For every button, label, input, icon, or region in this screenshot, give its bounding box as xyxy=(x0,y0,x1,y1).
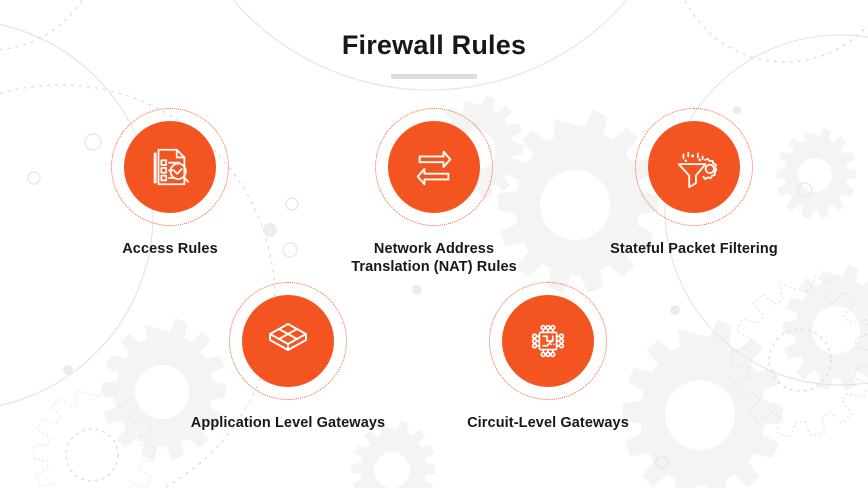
icon-disc xyxy=(502,295,594,387)
title-underline-rule xyxy=(391,74,477,79)
item-application-level-gateways[interactable]: Application Level Gateways xyxy=(188,282,388,432)
item-label: Application Level Gateways xyxy=(190,415,386,431)
page-title: Firewall Rules xyxy=(341,30,527,60)
icon-disc xyxy=(648,121,740,213)
microchip-circuit-icon xyxy=(531,324,565,358)
item-access-rules[interactable]: Access Rules xyxy=(70,108,270,258)
isometric-layers-box-icon xyxy=(269,323,307,351)
item-label: Network Address Translation (NAT) Rules xyxy=(351,241,517,275)
bidirectional-arrows-icon xyxy=(416,150,452,186)
item-nat-rules[interactable]: Network Address Translation (NAT) Rules xyxy=(334,108,534,276)
item-stateful-packet-filtering[interactable]: Stateful Packet Filtering xyxy=(594,108,794,258)
item-label: Stateful Packet Filtering xyxy=(610,241,778,257)
item-badge[interactable] xyxy=(375,108,493,226)
item-label: Access Rules xyxy=(122,241,218,257)
item-circuit-level-gateways[interactable]: Circuit-Level Gateways xyxy=(448,282,648,432)
icon-disc xyxy=(124,121,216,213)
funnel-gear-data-icon xyxy=(677,151,717,189)
item-badge[interactable] xyxy=(229,282,347,400)
title-block: Firewall Rules xyxy=(0,28,868,79)
item-badge[interactable] xyxy=(489,282,607,400)
item-badge[interactable] xyxy=(111,108,229,226)
item-label: Circuit-Level Gateways xyxy=(467,415,629,431)
icon-disc xyxy=(388,121,480,213)
document-checklist-magnifier-icon xyxy=(153,148,190,186)
icon-disc xyxy=(242,295,334,387)
item-badge[interactable] xyxy=(635,108,753,226)
